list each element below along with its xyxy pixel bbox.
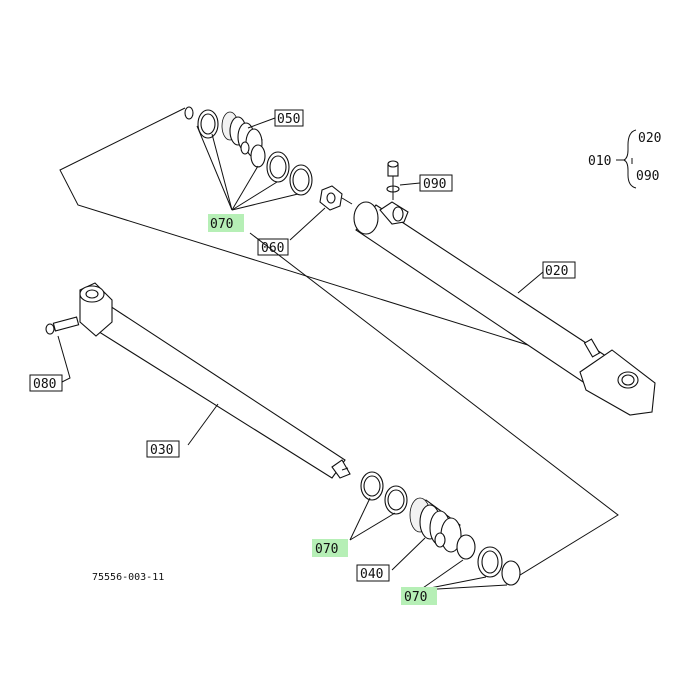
label-070-bottom: 070 — [404, 590, 427, 605]
oring-070-a[interactable] — [250, 144, 266, 168]
label-070-mid: 070 — [315, 542, 338, 557]
highlight-070-bottom — [401, 587, 437, 605]
tree-label-010: 010 — [588, 154, 611, 169]
label-030: 030 — [150, 443, 173, 458]
small-oring[interactable] — [184, 106, 194, 120]
piston-rod-030[interactable] — [79, 282, 351, 479]
assembly-tree — [616, 129, 637, 189]
label-040: 040 — [360, 567, 383, 582]
tree-label-090: 090 — [636, 169, 659, 184]
label-090-part: 090 — [423, 177, 446, 192]
label-070-top: 070 — [210, 217, 233, 232]
oring-070-e[interactable] — [501, 560, 521, 586]
highlight-070-top — [208, 214, 244, 232]
piston-050[interactable] — [221, 111, 263, 158]
highlight-070-mid — [312, 539, 348, 557]
oring-070-c[interactable] — [456, 534, 476, 560]
bottom-seal-group — [360, 471, 521, 586]
top-seal-group — [184, 106, 353, 211]
label-060: 060 — [261, 241, 284, 256]
tree-label-020: 020 — [638, 131, 661, 146]
cylinder-tube-020[interactable] — [353, 160, 656, 416]
grease-nipple-080[interactable] — [45, 316, 80, 335]
label-020-tube: 020 — [545, 264, 568, 279]
nut-060[interactable] — [319, 185, 343, 211]
label-050: 050 — [277, 112, 300, 127]
label-080: 080 — [33, 377, 56, 392]
piston-040[interactable] — [409, 497, 462, 553]
drawing-number: 75556-003-11 — [92, 572, 164, 583]
